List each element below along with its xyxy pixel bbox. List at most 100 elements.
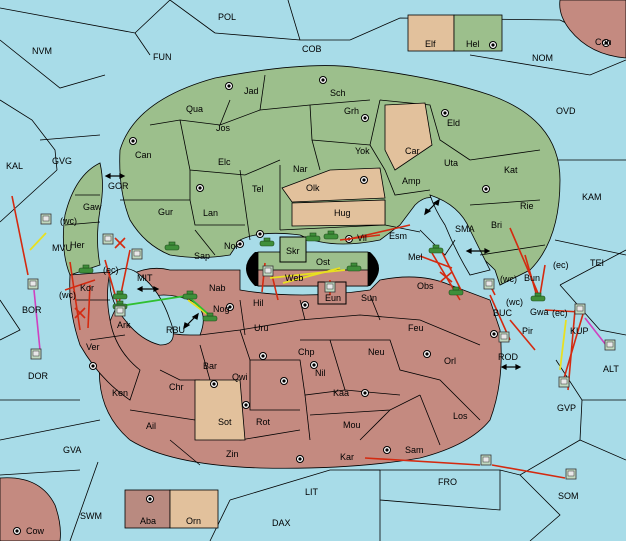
label-grh: Grh xyxy=(344,106,359,116)
fleet-unit-icon[interactable] xyxy=(565,468,577,480)
territory-cow[interactable] xyxy=(0,477,61,541)
label-ken: Ken xyxy=(112,388,128,398)
fleet-unit-icon[interactable] xyxy=(102,233,114,245)
supply-center-dot xyxy=(425,352,429,356)
supply-centers xyxy=(13,39,610,535)
army-unit-icon[interactable] xyxy=(259,237,275,247)
supply-center-dot xyxy=(198,186,202,190)
label-mou: Mou xyxy=(343,420,361,430)
label-buc: BUC xyxy=(493,308,513,318)
fleet-unit-icon[interactable] xyxy=(498,331,510,343)
label-gaw: Gaw xyxy=(83,202,102,212)
army-unit-icon[interactable] xyxy=(448,286,464,296)
army-unit-icon[interactable] xyxy=(164,241,180,251)
label-ost: Ost xyxy=(316,257,331,267)
label-aba: Aba xyxy=(140,516,156,526)
label-ovd: OVD xyxy=(556,106,576,116)
territory-elf[interactable] xyxy=(407,14,455,52)
label-lit: LIT xyxy=(305,487,319,497)
sma-channel xyxy=(429,194,491,276)
label-tel: Tel xyxy=(252,184,264,194)
fleet-unit-icon[interactable] xyxy=(558,376,570,388)
label-sap: Sap xyxy=(194,251,210,261)
fleet-unit-icon[interactable] xyxy=(40,213,52,225)
army-unit-icon[interactable] xyxy=(530,292,546,302)
label-kar: Kar xyxy=(340,452,354,462)
fleet-unit-icon[interactable] xyxy=(480,454,492,466)
label-kat: Kat xyxy=(504,165,518,175)
fleet-unit-icon[interactable] xyxy=(27,278,39,290)
army-unit-icon[interactable] xyxy=(182,290,198,300)
label-bun: Bun xyxy=(524,273,540,283)
army-unit-icon[interactable] xyxy=(202,312,218,322)
fleet-unit-icon[interactable] xyxy=(483,278,495,290)
supply-center-dot xyxy=(282,379,286,383)
army-unit-icon[interactable] xyxy=(78,264,94,274)
units xyxy=(27,213,616,480)
supply-center-dot xyxy=(15,529,19,533)
adjacency-arrows xyxy=(104,173,522,370)
supply-center-dot xyxy=(258,232,262,236)
label-gvp: GVP xyxy=(557,403,576,413)
supply-center-dot xyxy=(303,303,307,307)
label-web: Web xyxy=(285,273,303,283)
label-nvm: NVM xyxy=(32,46,52,56)
supply-center-dot xyxy=(491,43,495,47)
label-mit: MIT xyxy=(137,273,153,283)
supply-center-dot xyxy=(604,41,608,45)
label-rod: ROD xyxy=(498,352,519,362)
label-sot: Sot xyxy=(218,417,232,427)
label-car: Car xyxy=(405,146,420,156)
label-sun: Sun xyxy=(361,293,377,303)
army-unit-icon[interactable] xyxy=(305,232,321,242)
territory-car[interactable] xyxy=(384,102,433,171)
label-sma: SMA xyxy=(455,224,475,234)
label-nom: NOM xyxy=(532,53,553,63)
fleet-unit-icon[interactable] xyxy=(262,265,274,277)
label-rbu: RBU xyxy=(166,325,185,335)
label-elc: Elc xyxy=(218,157,231,167)
supply-center-dot xyxy=(227,84,231,88)
label-nor: Nor xyxy=(224,241,239,251)
supply-center-dot xyxy=(321,78,325,82)
label-lan: Lan xyxy=(203,208,218,218)
label-sam: Sam xyxy=(405,445,424,455)
label-ark: Ark xyxy=(117,320,131,330)
army-unit-icon[interactable] xyxy=(346,262,362,272)
label-olk: Olk xyxy=(306,183,320,193)
fleet-unit-icon[interactable] xyxy=(30,348,42,360)
label-bor: BOR xyxy=(22,305,42,315)
coast-label-wc-0: (wc) xyxy=(59,290,76,300)
supply-center-dot xyxy=(385,448,389,452)
convoy-orders xyxy=(33,289,607,351)
territory-skr-box[interactable] xyxy=(279,236,307,263)
label-fun: FUN xyxy=(153,52,172,62)
label-eun: Eun xyxy=(325,293,341,303)
label-kup: KUP xyxy=(570,326,589,336)
territory-hug[interactable] xyxy=(291,199,386,227)
supply-center-dot xyxy=(492,332,496,336)
label-elf: Elf xyxy=(425,39,436,49)
fleet-unit-icon[interactable] xyxy=(131,248,143,260)
army-unit-icon[interactable] xyxy=(323,230,339,240)
label-rot: Rot xyxy=(256,417,271,427)
label-vil: Vil xyxy=(357,233,367,243)
territory-orn[interactable] xyxy=(169,489,219,529)
army-unit-icon[interactable] xyxy=(428,244,444,254)
territory-sot[interactable] xyxy=(194,379,246,441)
army-unit-icon[interactable] xyxy=(112,290,128,300)
fleet-unit-icon[interactable] xyxy=(114,305,126,317)
label-mvu: MVU xyxy=(52,243,72,253)
label-tei: TEI xyxy=(590,258,604,268)
label-ec: (ec) xyxy=(103,265,119,275)
label-orn: Orn xyxy=(186,516,201,526)
label-yok: Yok xyxy=(355,146,370,156)
territory-olk[interactable] xyxy=(281,167,386,203)
label-alt: ALT xyxy=(603,364,619,374)
label-wc: (wc) xyxy=(60,216,77,226)
fleet-unit-icon[interactable] xyxy=(604,339,616,351)
label-jad: Jad xyxy=(244,86,259,96)
fleet-unit-icon[interactable] xyxy=(574,303,586,315)
fleet-unit-icon[interactable] xyxy=(324,281,336,293)
